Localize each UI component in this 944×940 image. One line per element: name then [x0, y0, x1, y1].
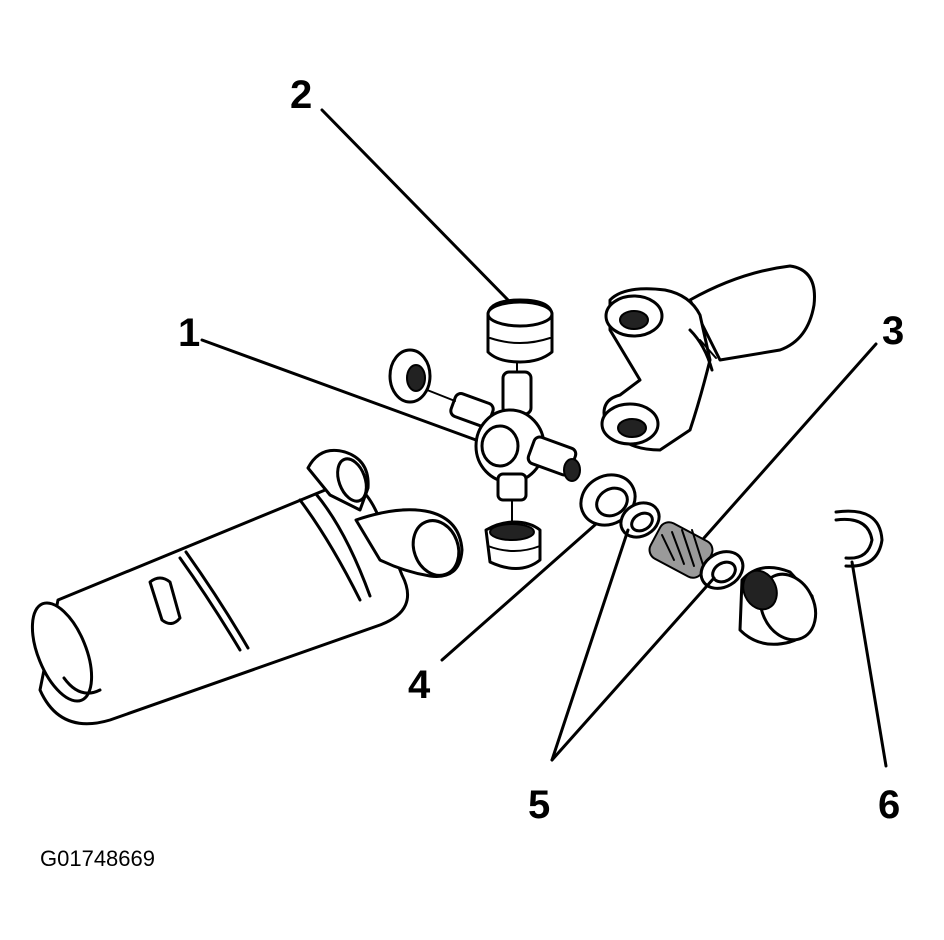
leader-lines	[200, 108, 888, 768]
leader-6	[850, 560, 888, 768]
seal	[579, 473, 637, 527]
leader-2	[320, 108, 510, 302]
leader-5a	[550, 528, 630, 762]
pinion-yoke	[600, 264, 816, 452]
callout-3: 3	[882, 309, 904, 353]
spider-cross	[388, 348, 581, 523]
leader-1	[200, 338, 478, 442]
leader-4	[440, 522, 598, 662]
callout-4: 4	[408, 663, 431, 707]
callout-1: 1	[178, 311, 200, 355]
leader-5b	[550, 576, 716, 762]
callout-5: 5	[528, 783, 550, 827]
snap-ring	[834, 509, 884, 568]
propeller-shaft	[30, 448, 464, 726]
washer-1	[619, 501, 661, 539]
bearing-cup-top	[486, 298, 554, 364]
callout-2: 2	[290, 73, 312, 117]
figure-id: G01748669	[40, 846, 155, 871]
bearing-cup-bottom	[484, 520, 542, 570]
bearing-cap-right	[738, 566, 818, 646]
callout-6: 6	[878, 783, 900, 827]
leader-3	[702, 342, 878, 540]
needle-bearings	[648, 521, 714, 579]
